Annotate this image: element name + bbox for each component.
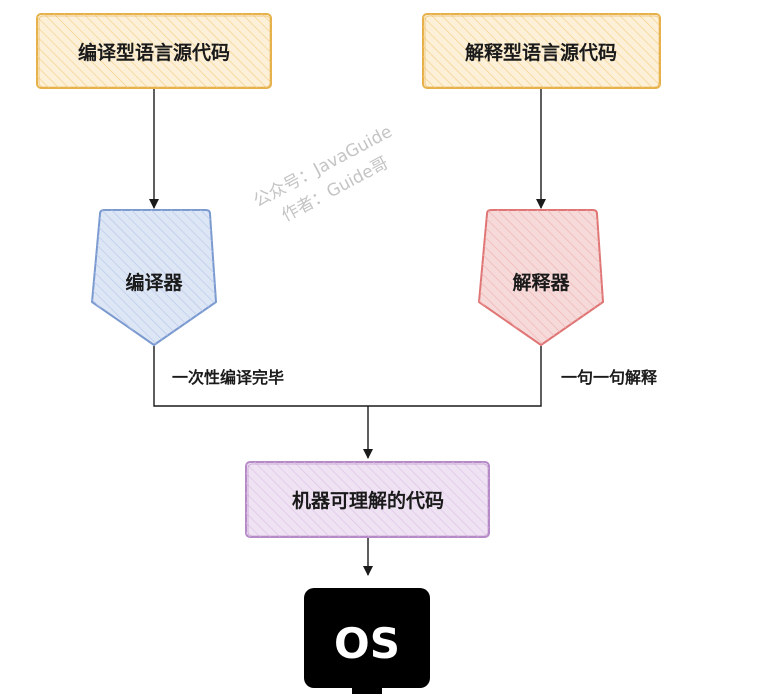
os-monitor-stand-icon xyxy=(352,684,382,694)
os-node: OS xyxy=(304,588,430,694)
merge-connector xyxy=(153,346,542,407)
interpreted-source-sketch-line xyxy=(424,15,660,88)
compiler-node: 编译器 xyxy=(91,209,217,346)
compiled-source-sketch-line xyxy=(38,15,271,88)
interpreter-node: 解释器 xyxy=(478,209,604,346)
machine-code-sketch-line xyxy=(247,463,489,537)
interpreted-source-node: 解释型语言源代码 xyxy=(422,13,661,89)
machine-code-node: 机器可理解的代码 xyxy=(245,461,490,538)
os-monitor-icon xyxy=(304,588,430,688)
interpreter-hatch xyxy=(479,210,603,345)
watermark: 公众号：JavaGuide 作者：Guide哥 xyxy=(250,122,395,226)
machine-code-label: 机器可理解的代码 xyxy=(292,489,444,512)
interpreter-label: 解释器 xyxy=(512,271,570,294)
compiled-source-hatch xyxy=(37,14,271,88)
compiled-source-label: 编译型语言源代码 xyxy=(78,41,230,64)
interpreted-source-hatch xyxy=(423,14,660,88)
edge-label-compile-once: 一次性编译完毕 xyxy=(172,368,284,387)
machine-code-hatch xyxy=(246,462,489,537)
edge-label-interpret-line: 一句一句解释 xyxy=(561,368,658,387)
compiler-label: 编译器 xyxy=(125,271,183,294)
compiled-source-node: 编译型语言源代码 xyxy=(36,13,272,89)
interpreted-source-label: 解释型语言源代码 xyxy=(465,41,617,64)
compiler-hatch xyxy=(92,210,216,345)
os-label: OS xyxy=(334,619,400,668)
